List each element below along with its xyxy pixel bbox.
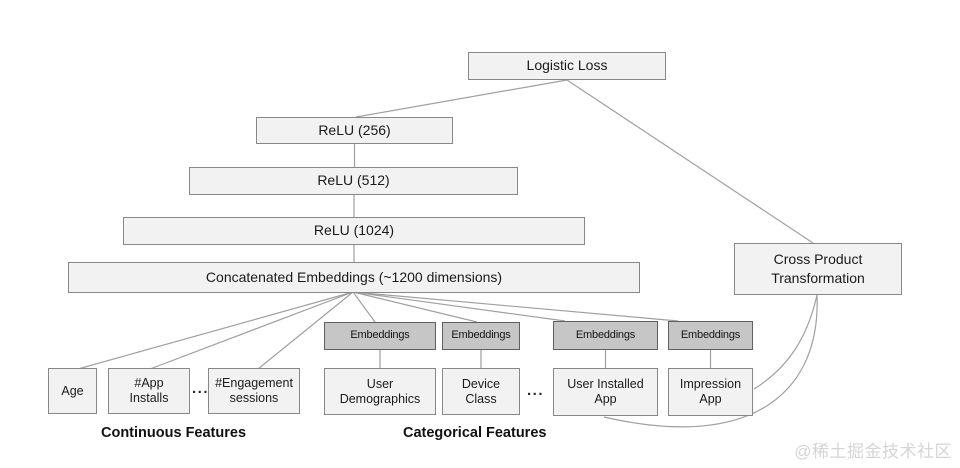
edge-loss-to-relu256: [355, 79, 568, 118]
edge-concat-emb2: [352, 291, 478, 323]
node-feature-age: Age: [48, 368, 97, 414]
ellipsis-categorical: ...: [527, 382, 545, 399]
node-relu-1024: ReLU (1024): [123, 217, 585, 245]
node-feature-app-installs: #App Installs: [108, 368, 190, 414]
node-feature-user-demographics: User Demographics: [324, 368, 436, 415]
watermark-text: @稀土掘金技术社区: [794, 442, 952, 461]
node-relu-512: ReLU (512): [189, 167, 518, 195]
node-cross-product-transformation: Cross Product Transformation: [734, 243, 902, 295]
node-logistic-loss: Logistic Loss: [468, 52, 666, 80]
edge-concat-age: [77, 291, 354, 370]
node-embeddings-user-installed-app: Embeddings: [553, 321, 658, 350]
edge-crossproduct-userinstalled-curve: [603, 294, 818, 428]
node-feature-device-class: Device Class: [442, 368, 520, 415]
node-embeddings-impression-app: Embeddings: [668, 321, 753, 350]
node-feature-impression-app: Impression App: [668, 368, 753, 416]
edge-concat-appinstalls: [149, 291, 354, 370]
edge-concat-engagement: [257, 291, 354, 370]
node-relu-256: ReLU (256): [256, 117, 453, 144]
edge-concat-emb4: [352, 291, 679, 322]
edge-concat-emb3: [352, 291, 566, 322]
label-categorical-features: Categorical Features: [403, 425, 547, 441]
node-embeddings-device-class: Embeddings: [442, 322, 520, 350]
node-embeddings-user-demographics: Embeddings: [324, 322, 436, 350]
node-concatenated-embeddings: Concatenated Embeddings (~1200 dimension…: [68, 262, 640, 293]
edge-crossproduct-impression-curve: [753, 294, 818, 390]
edge-concat-emb1: [352, 291, 376, 323]
node-feature-engagement-sessions: #Engagement sessions: [208, 368, 300, 414]
edge-loss-to-crossproduct: [566, 79, 814, 244]
label-continuous-features: Continuous Features: [101, 425, 247, 441]
ellipsis-continuous: ...: [192, 380, 210, 397]
node-feature-user-installed-app: User Installed App: [553, 368, 658, 416]
